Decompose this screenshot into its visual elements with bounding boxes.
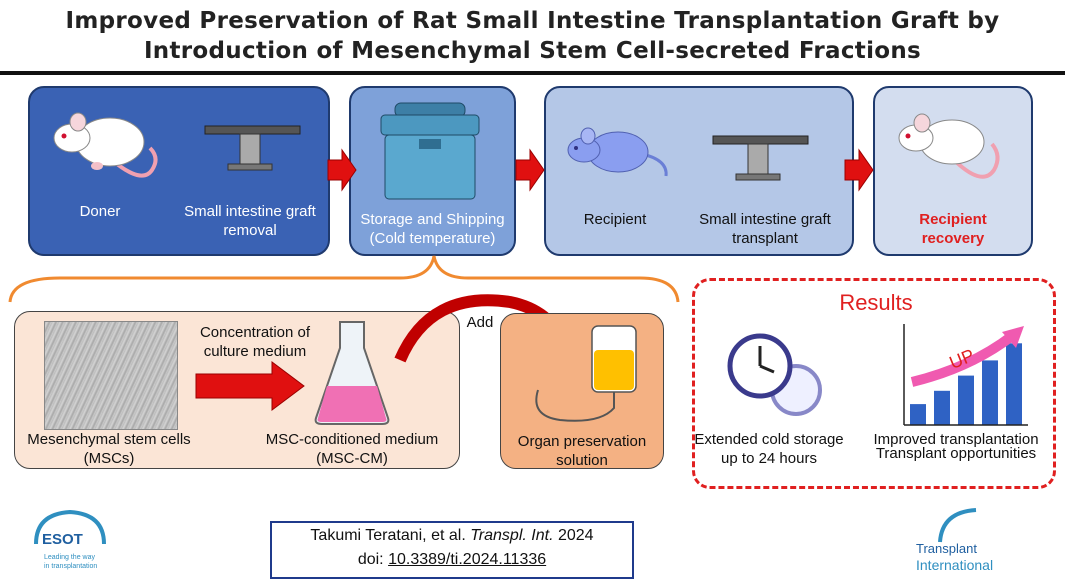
recipient-box [544, 86, 854, 256]
result-bar [958, 375, 974, 425]
storage-brace [8, 255, 680, 303]
doi-label: doi: [357, 551, 384, 568]
title-line-1: Improved Preservation of Rat Small Intes… [65, 8, 1000, 34]
results-heading: Results [839, 290, 913, 315]
result-bar [910, 404, 926, 425]
improvement-bar-chart [903, 324, 1028, 426]
storage-label-1: Storage and Shipping [360, 211, 505, 228]
recovery-box [873, 86, 1033, 256]
esot-logo-text: ESOT [42, 531, 83, 548]
recovery-label-2: recovery [921, 230, 985, 247]
transplant-international-logo-icon [938, 508, 977, 543]
iv-bag-icon [535, 325, 637, 422]
cooler-box-icon [380, 102, 480, 200]
result-bar [934, 390, 950, 425]
concentration-label-1: Concentration of [199, 324, 311, 341]
flow-arrow-3 [844, 148, 874, 192]
recipient-label: Recipient [583, 211, 647, 228]
ti-logo-text-2: International [916, 557, 994, 573]
msc-micrograph [44, 321, 178, 430]
donor-rat-icon [53, 112, 158, 178]
doi-link[interactable]: 10.3389/ti.2024.11336 [388, 551, 547, 568]
citation-authors: Takumi Teratani, et al. [310, 527, 466, 544]
extended-storage-label-1: Extended cold storage [694, 431, 844, 448]
removal-label-1: Small intestine graft [184, 203, 316, 220]
improved-label-1: Improved transplantation [873, 431, 1039, 448]
clock-icon [727, 333, 822, 416]
msc-cm-label-1: MSC-conditioned medium [265, 431, 439, 448]
msc-cells-label-1: Mesenchymal stem cells [27, 431, 191, 448]
esot-tagline-2: in transplantation [44, 563, 98, 570]
citation-box [270, 521, 634, 579]
surgery-table-icon [204, 125, 301, 171]
removal-label-2: removal [223, 222, 277, 239]
flow-arrow-1 [327, 148, 357, 192]
citation-journal: Transpl. Int. [470, 527, 554, 544]
title-line-2: Introduction of Mesenchymal Stem Cell-se… [143, 38, 922, 64]
solution-label-1: Organ preservation [517, 433, 647, 450]
donor-label: Doner [79, 203, 121, 220]
transplant-label-1: Small intestine graft [699, 211, 831, 228]
concentration-arrow [195, 361, 305, 411]
transplant-table-icon [712, 135, 809, 181]
msc-cells-label-2: (MSCs) [83, 450, 135, 467]
concentration-label-2: culture medium [203, 343, 307, 360]
flask-icon [314, 321, 390, 425]
recipient-rat-icon [567, 127, 668, 177]
ti-logo-text-1: Transplant [916, 541, 977, 556]
add-label: Add [466, 314, 494, 331]
citation-line: Takumi Teratani, et al. Transpl. Int. 20… [270, 527, 634, 545]
extended-storage-label-2: up to 24 hours [721, 450, 817, 467]
result-bar [982, 360, 998, 425]
recovery-rat-icon [898, 113, 1000, 179]
recovery-label-1: Recipient [919, 211, 987, 228]
improved-label-2: Transplant opportunities [875, 445, 1037, 462]
citation-year: 2024 [557, 527, 594, 544]
transplant-label-2: transplant [732, 230, 798, 247]
storage-label-2: (Cold temperature) [369, 230, 496, 247]
flow-arrow-2 [515, 148, 545, 192]
esot-logo-icon [34, 509, 106, 545]
title-divider [0, 71, 1065, 75]
solution-label-2: solution [556, 452, 608, 469]
result-bar [1006, 343, 1022, 425]
esot-tagline-1: Leading the way [44, 554, 95, 561]
msc-cm-label-2: (MSC-CM) [316, 450, 388, 467]
doi-line: doi: 10.3389/ti.2024.11336 [270, 551, 634, 569]
